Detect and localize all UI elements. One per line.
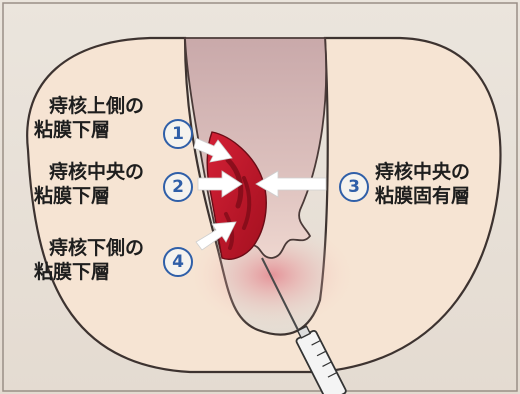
label-upper-line2: 粘膜下層 bbox=[34, 118, 144, 142]
label-middle-submucosa: 痔核中央の 粘膜下層 bbox=[34, 160, 144, 208]
label-center-line2: 粘膜固有層 bbox=[375, 184, 470, 208]
label-lower-line1: 痔核下側の bbox=[34, 236, 144, 260]
label-lower-line2: 粘膜下層 bbox=[34, 260, 144, 284]
number-badge-3: 3 bbox=[339, 172, 369, 202]
label-middle-line1: 痔核中央の bbox=[34, 160, 144, 184]
number-badge-4: 4 bbox=[163, 247, 193, 277]
label-center-lamina-propria: 痔核中央の 粘膜固有層 bbox=[375, 160, 470, 208]
label-upper-line1: 痔核上側の bbox=[34, 94, 144, 118]
label-upper-submucosa: 痔核上側の 粘膜下層 bbox=[34, 94, 144, 142]
label-middle-line2: 粘膜下層 bbox=[34, 184, 144, 208]
number-badge-2: 2 bbox=[163, 172, 193, 202]
number-badge-1: 1 bbox=[163, 119, 193, 149]
label-center-line1: 痔核中央の bbox=[375, 160, 470, 184]
label-lower-submucosa: 痔核下側の 粘膜下層 bbox=[34, 236, 144, 284]
